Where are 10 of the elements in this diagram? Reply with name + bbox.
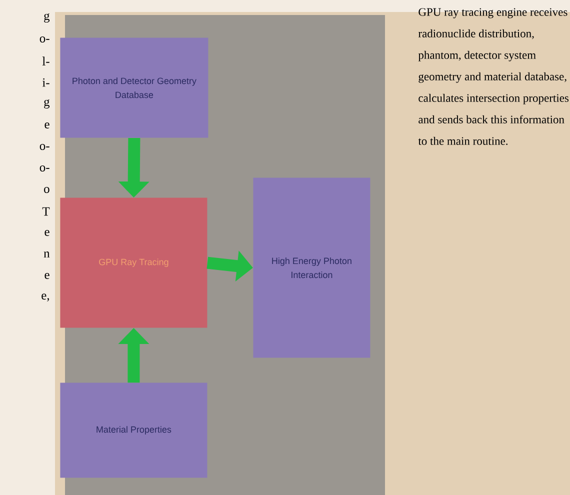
process-box: High Energy Photon Interaction — [253, 178, 370, 358]
text-fragment: o- — [40, 36, 50, 42]
text-fragment: o — [44, 186, 50, 193]
description-paragraph: GPU ray tracing engine receives radionuclide distribution, phantom, detector system geometry and material database, calculates intersection properties and sends back this information to the main routine. — [418, 8, 569, 145]
text-fragment: g — [44, 13, 50, 23]
text-fragment: o- — [40, 144, 50, 150]
process-box: Photon and Detector Geometry Database — [60, 38, 208, 138]
process-box: Material Properties — [60, 382, 208, 478]
process-box: GPU Ray Tracing — [60, 198, 208, 328]
text-fragment: o- — [40, 165, 50, 172]
